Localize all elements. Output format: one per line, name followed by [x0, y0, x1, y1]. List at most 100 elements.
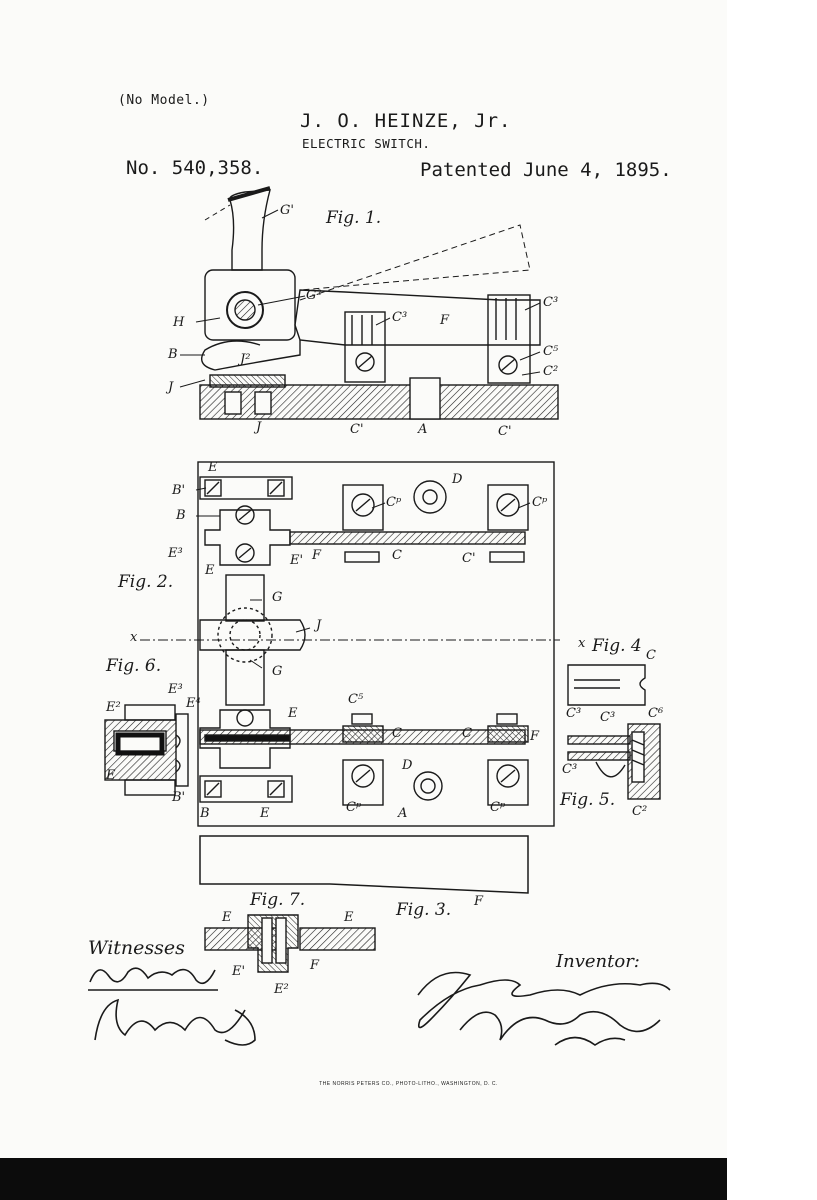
figure-7-drawing — [204, 914, 376, 973]
lithographer-imprint: THE NORRIS PETERS CO., PHOTO-LITHO., WAS… — [319, 1081, 498, 1087]
fig-5-label: Fig. 5. — [560, 790, 616, 810]
label-f-fig7: F — [310, 958, 320, 973]
label-g-lower: G — [272, 664, 283, 679]
fig1-handle — [229, 189, 271, 271]
fig2-base-plate — [197, 461, 555, 827]
label-g-upper: G — [272, 590, 283, 605]
figure-5-drawing — [567, 723, 661, 800]
patent-subject: ELECTRIC SWITCH. — [302, 136, 431, 151]
label-x-left: x — [130, 630, 138, 645]
label-c-fig2-top: C — [392, 548, 402, 563]
label-e-fig6: E — [106, 768, 116, 783]
label-e3-fig2: E³ — [168, 546, 183, 561]
fig2-blade-top — [289, 531, 526, 545]
label-c-fig2-bottom-right: C — [462, 726, 472, 741]
fig2-hinge-casting-top — [204, 509, 291, 566]
label-d-top: D — [452, 472, 463, 487]
patent-number: No. 540,358. — [126, 157, 264, 179]
scan-border-bottom — [0, 1158, 727, 1200]
label-g-prime: G' — [280, 203, 294, 218]
fig-3-label: Fig. 3. — [396, 900, 452, 920]
attorney-signature-scrawl — [459, 1010, 661, 1041]
label-b-fig1: B — [168, 347, 178, 362]
label-cp-top-left: Cᵖ — [386, 495, 402, 510]
figure-3-drawing — [199, 835, 529, 894]
label-c3-fig1-left: C³ — [392, 310, 408, 325]
label-cp-bottom-left: Cᵖ — [346, 800, 362, 815]
fig2-hinge-casting-bottom — [199, 709, 291, 769]
signature-scrawls — [88, 967, 671, 1046]
label-j-fig1-bottom: J — [256, 420, 262, 435]
fig3-blade — [199, 835, 529, 894]
label-j2: J² — [240, 352, 251, 367]
label-e-prime-fig2: E' — [290, 553, 304, 568]
fig-6-label: Fig. 6. — [106, 656, 162, 676]
label-c-fig4: C — [646, 648, 656, 663]
label-f-fig1: F — [440, 313, 450, 328]
label-b-prime-top: B' — [172, 483, 186, 498]
label-e2-fig6: E² — [106, 700, 121, 715]
label-e2-fig7: E² — [274, 982, 289, 997]
label-e-fig2-top: E — [208, 460, 218, 475]
label-b-fig2-bottom: B — [200, 806, 210, 821]
figure-1-drawing — [199, 186, 559, 420]
label-b-prime-bottom: B' — [172, 790, 186, 805]
label-e-prime-fig7: E' — [232, 964, 246, 979]
label-c-fig2-bottom-left: C — [392, 726, 402, 741]
inventor-signature-scrawl — [417, 971, 671, 1029]
label-f-fig2-bottom: F — [530, 729, 540, 744]
label-c5-fig1: C⁵ — [543, 344, 559, 359]
label-e4-fig6: E⁴ — [186, 696, 201, 711]
figure-6-drawing — [104, 704, 189, 796]
scan-margin-right — [727, 0, 817, 1200]
label-j-fig2: J — [316, 618, 322, 633]
label-b-fig2: B — [176, 508, 186, 523]
label-c2-fig1: C² — [543, 364, 559, 379]
inventor-label: Inventor: — [556, 951, 640, 972]
inventor-name: J. O. HEINZE, Jr. — [300, 110, 512, 132]
label-e-fig7-left: E — [222, 910, 232, 925]
fig2-handle-grip — [199, 619, 306, 651]
patent-date: Patented June 4, 1895. — [420, 159, 672, 181]
label-j-fig1-left: J — [168, 380, 174, 395]
fig2-handle-stem-top — [225, 574, 265, 622]
label-c2-fig5: C² — [632, 804, 648, 819]
label-f-fig3: F — [474, 894, 484, 909]
label-c-prime-left: C' — [350, 422, 364, 437]
label-f-fig2-top: F — [312, 548, 322, 563]
label-c3-fig5-mid: C³ — [600, 710, 616, 725]
label-c5-fig2: C⁵ — [348, 692, 364, 707]
label-x-right: x — [578, 636, 586, 651]
fig-2-label: Fig. 2. — [118, 572, 174, 592]
label-c-prime-right: C' — [498, 424, 512, 439]
label-c3-fig5-top: C³ — [566, 706, 582, 721]
witness-2-scrawl — [94, 998, 246, 1041]
label-e-fig2-mid: E — [288, 706, 298, 721]
label-e3-fig6: E³ — [168, 682, 183, 697]
label-cp-top-right: Cᵖ — [532, 495, 548, 510]
label-e-fig7-right: E — [344, 910, 354, 925]
label-d-bottom: D — [402, 758, 413, 773]
leader-lines — [179, 209, 541, 669]
label-h: H — [173, 315, 185, 330]
fig1-base — [199, 384, 559, 420]
label-e-fig2-bottom: E — [260, 806, 270, 821]
figure-4-drawing — [567, 664, 646, 706]
label-cp-bottom-right: Cᵖ — [490, 800, 506, 815]
fig1-center-post — [409, 377, 441, 420]
witness-1-scrawl — [89, 967, 216, 985]
label-a-fig2: A — [398, 806, 408, 821]
label-c3-fig1-right: C³ — [543, 295, 559, 310]
label-c3-fig5-bottom: C³ — [562, 762, 578, 777]
fig-4-label: Fig. 4 — [592, 636, 642, 656]
label-e-fig2-side: E — [205, 563, 215, 578]
model-note: (No Model.) — [118, 93, 210, 108]
fig-1-label: Fig. 1. — [326, 208, 382, 228]
figure-2-drawing — [140, 461, 560, 827]
label-a-fig1: A — [418, 422, 428, 437]
fig1-blade — [294, 289, 541, 346]
label-c6-fig5: C⁶ — [648, 706, 664, 721]
fig1-spring — [201, 340, 301, 371]
